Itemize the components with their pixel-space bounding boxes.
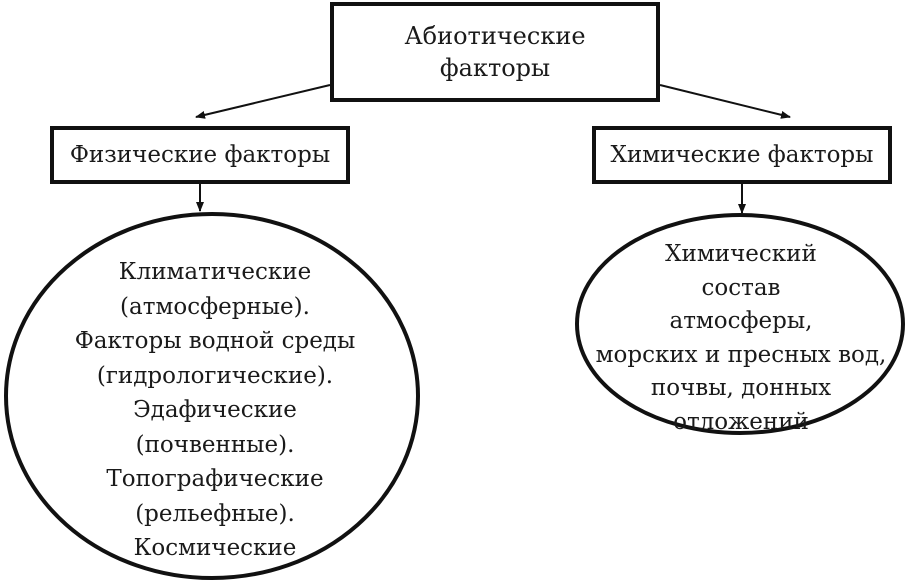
- chemical-factor-line: Химический: [665, 241, 817, 267]
- chemical-factor-line: почвы, донных: [650, 375, 832, 401]
- arrow-root-to-chemical: [659, 84, 791, 119]
- physical-factor-item: Климатические: [118, 259, 312, 285]
- chemical-factors-description: Химический состав атмосферы, морских и п…: [582, 238, 900, 439]
- physical-factors-box: Физические факторы: [50, 126, 350, 184]
- physical-factors-ellipse: [4, 212, 420, 580]
- physical-factor-item: Топографические: [106, 466, 324, 492]
- chemical-factors-box: Химические факторы: [592, 126, 892, 184]
- physical-factors-title: Физические факторы: [69, 142, 331, 168]
- abiotic-factors-box: Абиотические факторы: [330, 2, 660, 102]
- chemical-factors-ellipse: [575, 213, 905, 435]
- arrow-root-to-physical: [195, 84, 331, 119]
- physical-factor-item: (атмосферные).: [120, 293, 310, 320]
- physical-factor-item: (почвенные).: [135, 431, 295, 458]
- physical-factor-item: (гидрологические).: [96, 362, 334, 389]
- chemical-factors-title: Химические факторы: [610, 142, 874, 168]
- physical-factor-item: (рельефные).: [135, 500, 295, 527]
- chemical-factor-line: морских и пресных вод,: [595, 341, 887, 368]
- abiotic-factors-label-line: Абиотические: [404, 22, 586, 50]
- physical-factors-list: Климатические (атмосферные). Факторы вод…: [60, 255, 370, 566]
- abiotic-factors-label: Абиотические факторы: [404, 20, 585, 84]
- abiotic-factors-label-line: факторы: [439, 54, 551, 82]
- chemical-factor-line: отложений: [673, 408, 809, 435]
- physical-factor-item: Эдафические: [133, 397, 297, 423]
- chemical-factor-line: атмосферы,: [669, 308, 813, 334]
- physical-factor-item: Космические: [133, 535, 297, 561]
- chemical-factor-line: состав: [701, 274, 781, 301]
- physical-factor-item: Факторы водной среды: [74, 328, 356, 354]
